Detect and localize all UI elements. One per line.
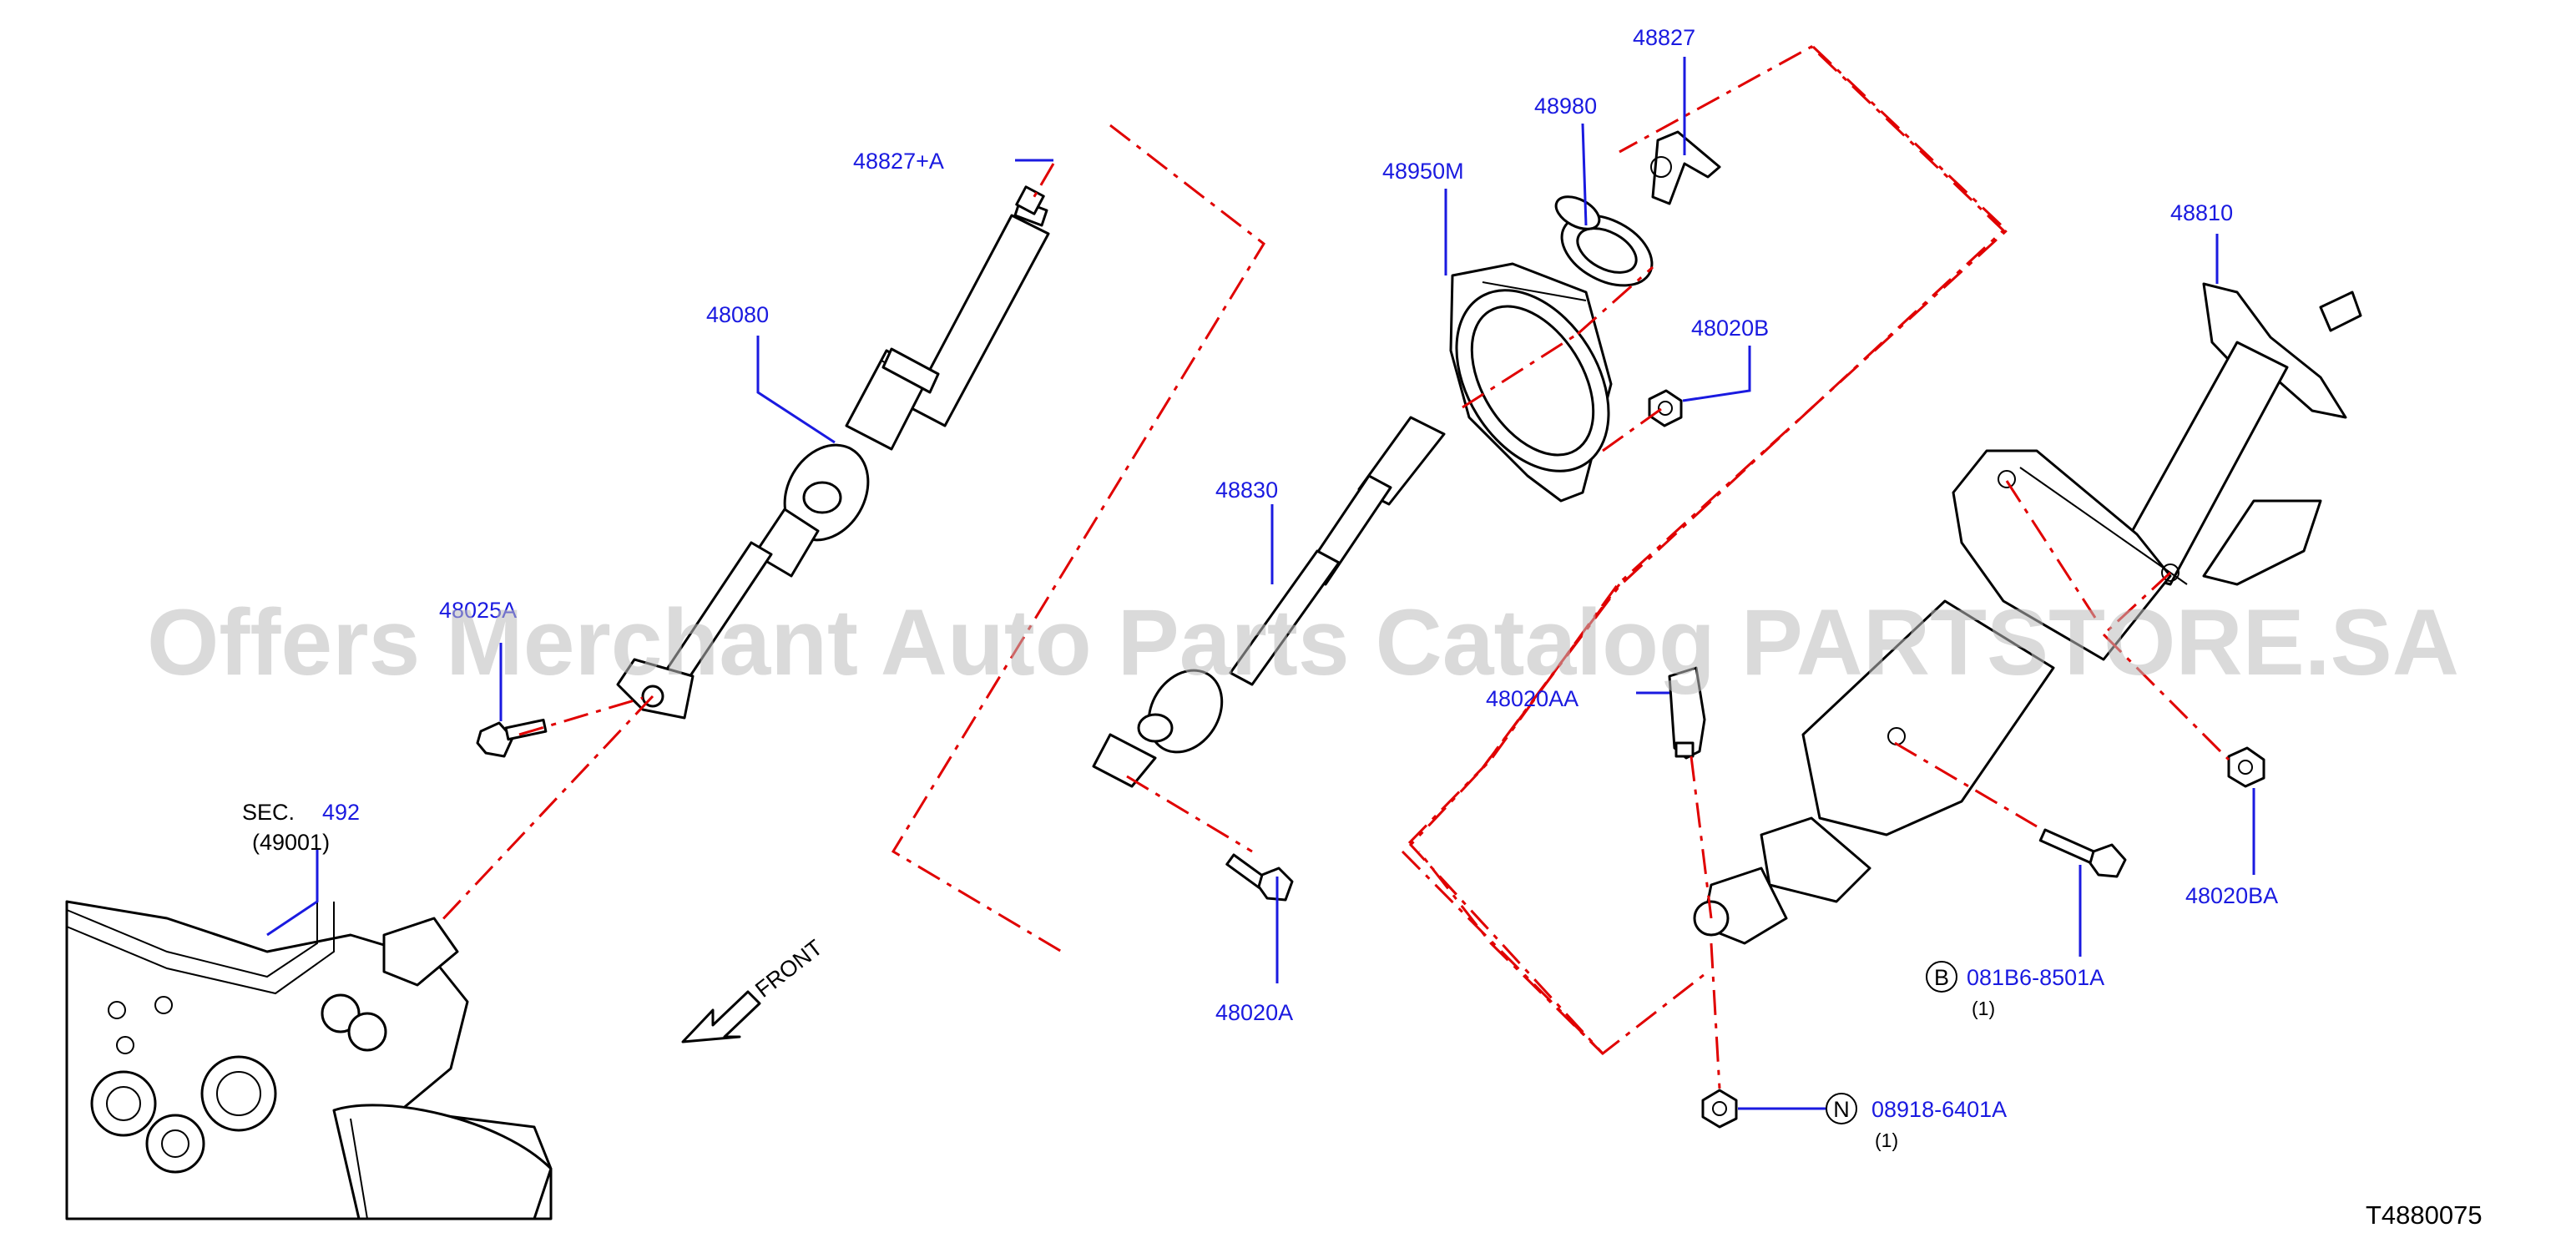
front-label: FRONT bbox=[750, 935, 827, 1003]
label-48980[interactable]: 48980 bbox=[1534, 93, 1597, 119]
label-48827[interactable]: 48827 bbox=[1633, 25, 1695, 50]
mark-n: N bbox=[1833, 1097, 1850, 1122]
label-48080[interactable]: 48080 bbox=[706, 302, 769, 327]
label-48020b[interactable]: 48020B bbox=[1691, 316, 1769, 341]
mark-circle-b bbox=[1926, 961, 1957, 993]
steering-gear-assembly bbox=[65, 900, 553, 1220]
nut-08918-6401a[interactable] bbox=[1701, 1089, 1738, 1129]
sec-sub: (49001) bbox=[252, 830, 330, 855]
bolt-48020a[interactable] bbox=[1225, 853, 1294, 902]
front-arrow bbox=[681, 990, 761, 1043]
label-48020a[interactable]: 48020A bbox=[1215, 1000, 1293, 1025]
intermediate-shaft-48080[interactable] bbox=[616, 185, 1050, 720]
mark-b: B bbox=[1934, 965, 1949, 990]
label-48827a[interactable]: 48827+A bbox=[853, 149, 944, 174]
label-081b6[interactable]: 081B6-8501A bbox=[1967, 965, 2104, 990]
bolt-48025a[interactable] bbox=[476, 718, 548, 758]
qty-081b6: (1) bbox=[1972, 998, 1995, 1019]
diagram-id: T4880075 bbox=[2366, 1200, 2483, 1230]
mark-circle-n bbox=[1826, 1093, 1857, 1124]
leader-lines bbox=[266, 57, 2255, 1110]
nut-48020ba[interactable] bbox=[2227, 746, 2265, 788]
nut-48020b[interactable] bbox=[1648, 389, 1683, 427]
watermark-text: Offers Merchant Auto Parts Catalog PARTS… bbox=[147, 590, 2459, 695]
label-48950m[interactable]: 48950M bbox=[1382, 159, 1464, 184]
label-08918[interactable]: 08918-6401A bbox=[1871, 1097, 2007, 1122]
lower-shaft-48830[interactable] bbox=[1092, 416, 1446, 788]
bolt-48020aa[interactable] bbox=[1668, 666, 1706, 760]
seal-48980[interactable] bbox=[1550, 190, 1664, 300]
sec-number[interactable]: 492 bbox=[322, 800, 360, 825]
label-48830[interactable]: 48830 bbox=[1215, 477, 1278, 503]
qty-08918: (1) bbox=[1875, 1129, 1898, 1151]
assembly-centerlines bbox=[437, 45, 2230, 1089]
sec-prefix: SEC. bbox=[242, 800, 295, 825]
label-48025a[interactable]: 48025A bbox=[439, 598, 517, 623]
label-48020ba[interactable]: 48020BA bbox=[2185, 883, 2278, 908]
bolt-081b6-8501a[interactable] bbox=[2038, 828, 2127, 878]
column-hole-cover-48950m[interactable] bbox=[1425, 262, 1639, 503]
steering-column-48810[interactable] bbox=[1693, 282, 2362, 945]
label-48020aa[interactable]: 48020AA bbox=[1486, 686, 1578, 711]
label-48810[interactable]: 48810 bbox=[2170, 200, 2233, 225]
